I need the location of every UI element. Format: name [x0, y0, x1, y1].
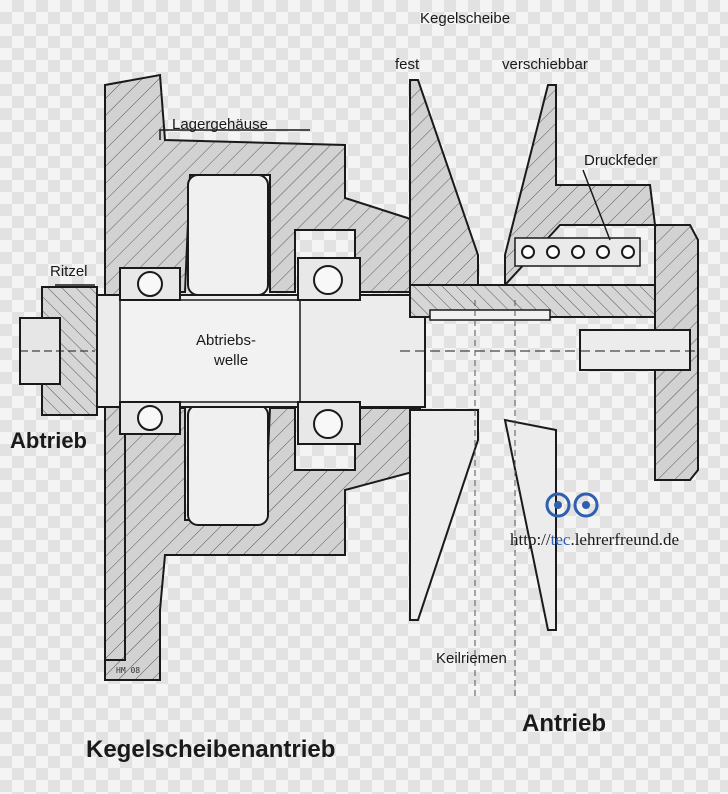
- bearing-right-bottom: [297, 401, 361, 445]
- watermark-logo: [545, 492, 599, 518]
- compression-spring: [514, 237, 641, 267]
- keyway: [429, 309, 551, 321]
- watermark-url[interactable]: http://tec.lehrerfreund.de: [510, 530, 679, 550]
- label-fest: fest: [395, 56, 420, 73]
- label-verschiebbar: verschiebbar: [502, 56, 588, 73]
- label-abtriebswelle-line1: Abtriebs-: [196, 332, 257, 349]
- label-antrieb: Antrieb: [522, 710, 606, 737]
- label-druckfeder: Druckfeder: [584, 152, 658, 169]
- label-abtrieb: Abtrieb: [10, 428, 87, 453]
- watermark-prefix: http://: [510, 530, 551, 549]
- label-kegelscheibe: Kegelscheibe: [420, 10, 511, 27]
- watermark-domain: tec: [550, 530, 571, 549]
- page-title: Kegelscheibenantrieb: [86, 736, 336, 763]
- bearing-right-top: [297, 257, 361, 301]
- bearing-left-bottom: [119, 401, 181, 435]
- watermark-rest: .lehrerfreund.de: [570, 530, 680, 549]
- bearing-left-top: [119, 267, 181, 301]
- end-bolt: [579, 329, 691, 371]
- label-keilriemen: Keilriemen: [436, 650, 507, 667]
- label-ritzel: Ritzel: [50, 263, 88, 280]
- label-lagergehaeuse: Lagergehäuse: [172, 116, 268, 133]
- signature: HM 08: [116, 666, 141, 675]
- label-abtriebswelle-line2: welle: [214, 352, 249, 369]
- fixed-cone-disc: [409, 79, 479, 291]
- housing-cavity-lower: [187, 404, 269, 526]
- fixed-cone-disc-lower: [409, 409, 479, 621]
- shaft-core: [119, 299, 301, 403]
- housing-cavity-upper: [187, 174, 269, 296]
- movable-cone-disc-lower: [503, 418, 557, 631]
